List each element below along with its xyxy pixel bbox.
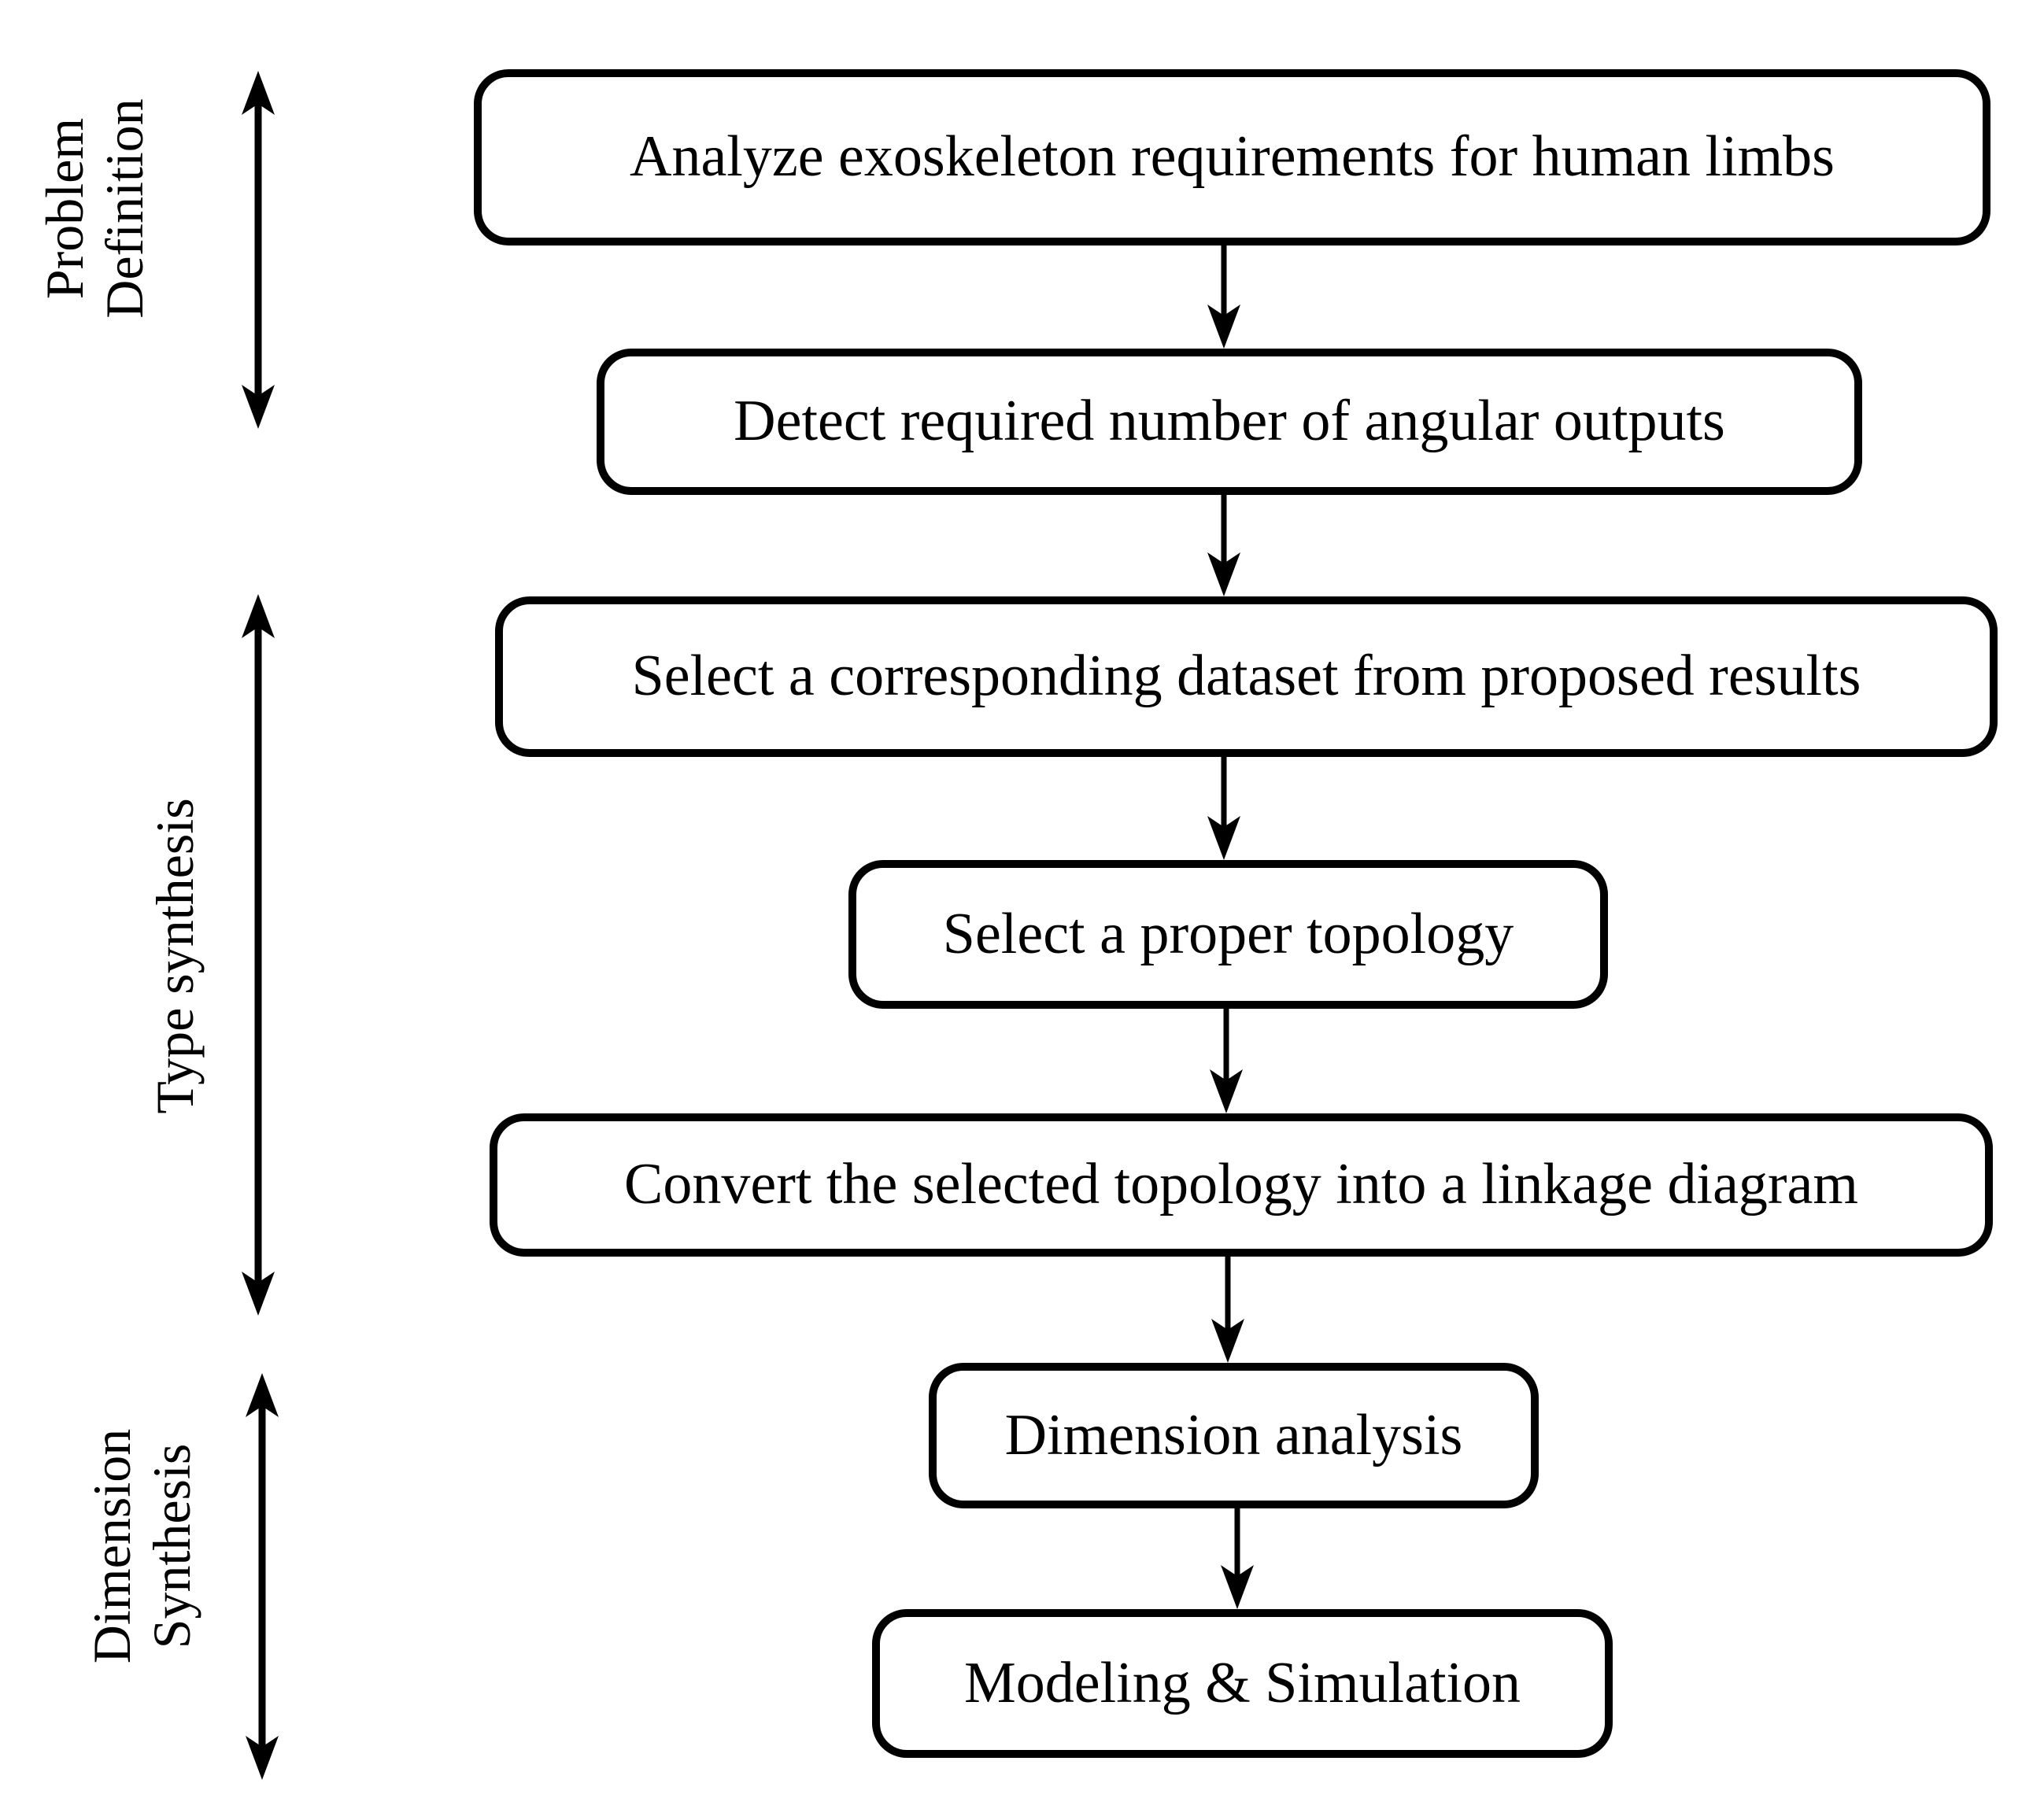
step-box-analyze-requirements: Analyze exoskeleton requirements for hum…	[474, 69, 1990, 245]
section-label-line: Type synthesis	[144, 798, 205, 1114]
section-label-line: Problem	[34, 117, 94, 300]
flow-down-arrow	[1207, 493, 1240, 596]
flow-down-arrow	[1211, 1255, 1244, 1363]
flow-down-arrow	[1221, 1507, 1254, 1609]
step-box-detect-angular-outputs: Detect required number of angular output…	[597, 349, 1862, 495]
section-label-line: Definition	[94, 98, 154, 319]
double-headed-extent-arrow	[242, 71, 275, 429]
flow-down-arrow	[1207, 755, 1240, 860]
step-box-select-topology: Select a proper topology	[848, 860, 1608, 1009]
step-box-convert-topology: Convert the selected topology into a lin…	[490, 1113, 1993, 1257]
step-box-select-dataset: Select a corresponding dataset from prop…	[495, 596, 1998, 757]
double-headed-extent-arrow	[242, 594, 275, 1316]
flow-down-arrow	[1207, 244, 1240, 349]
double-headed-extent-arrow	[246, 1373, 279, 1780]
step-box-dimension-analysis: Dimension analysis	[929, 1363, 1539, 1508]
section-label-line: Synthesis	[142, 1443, 201, 1649]
flow-down-arrow	[1210, 1007, 1243, 1113]
section-label-line: Dimension	[81, 1428, 142, 1664]
step-box-modeling-simulation: Modeling & Simulation	[872, 1609, 1613, 1758]
